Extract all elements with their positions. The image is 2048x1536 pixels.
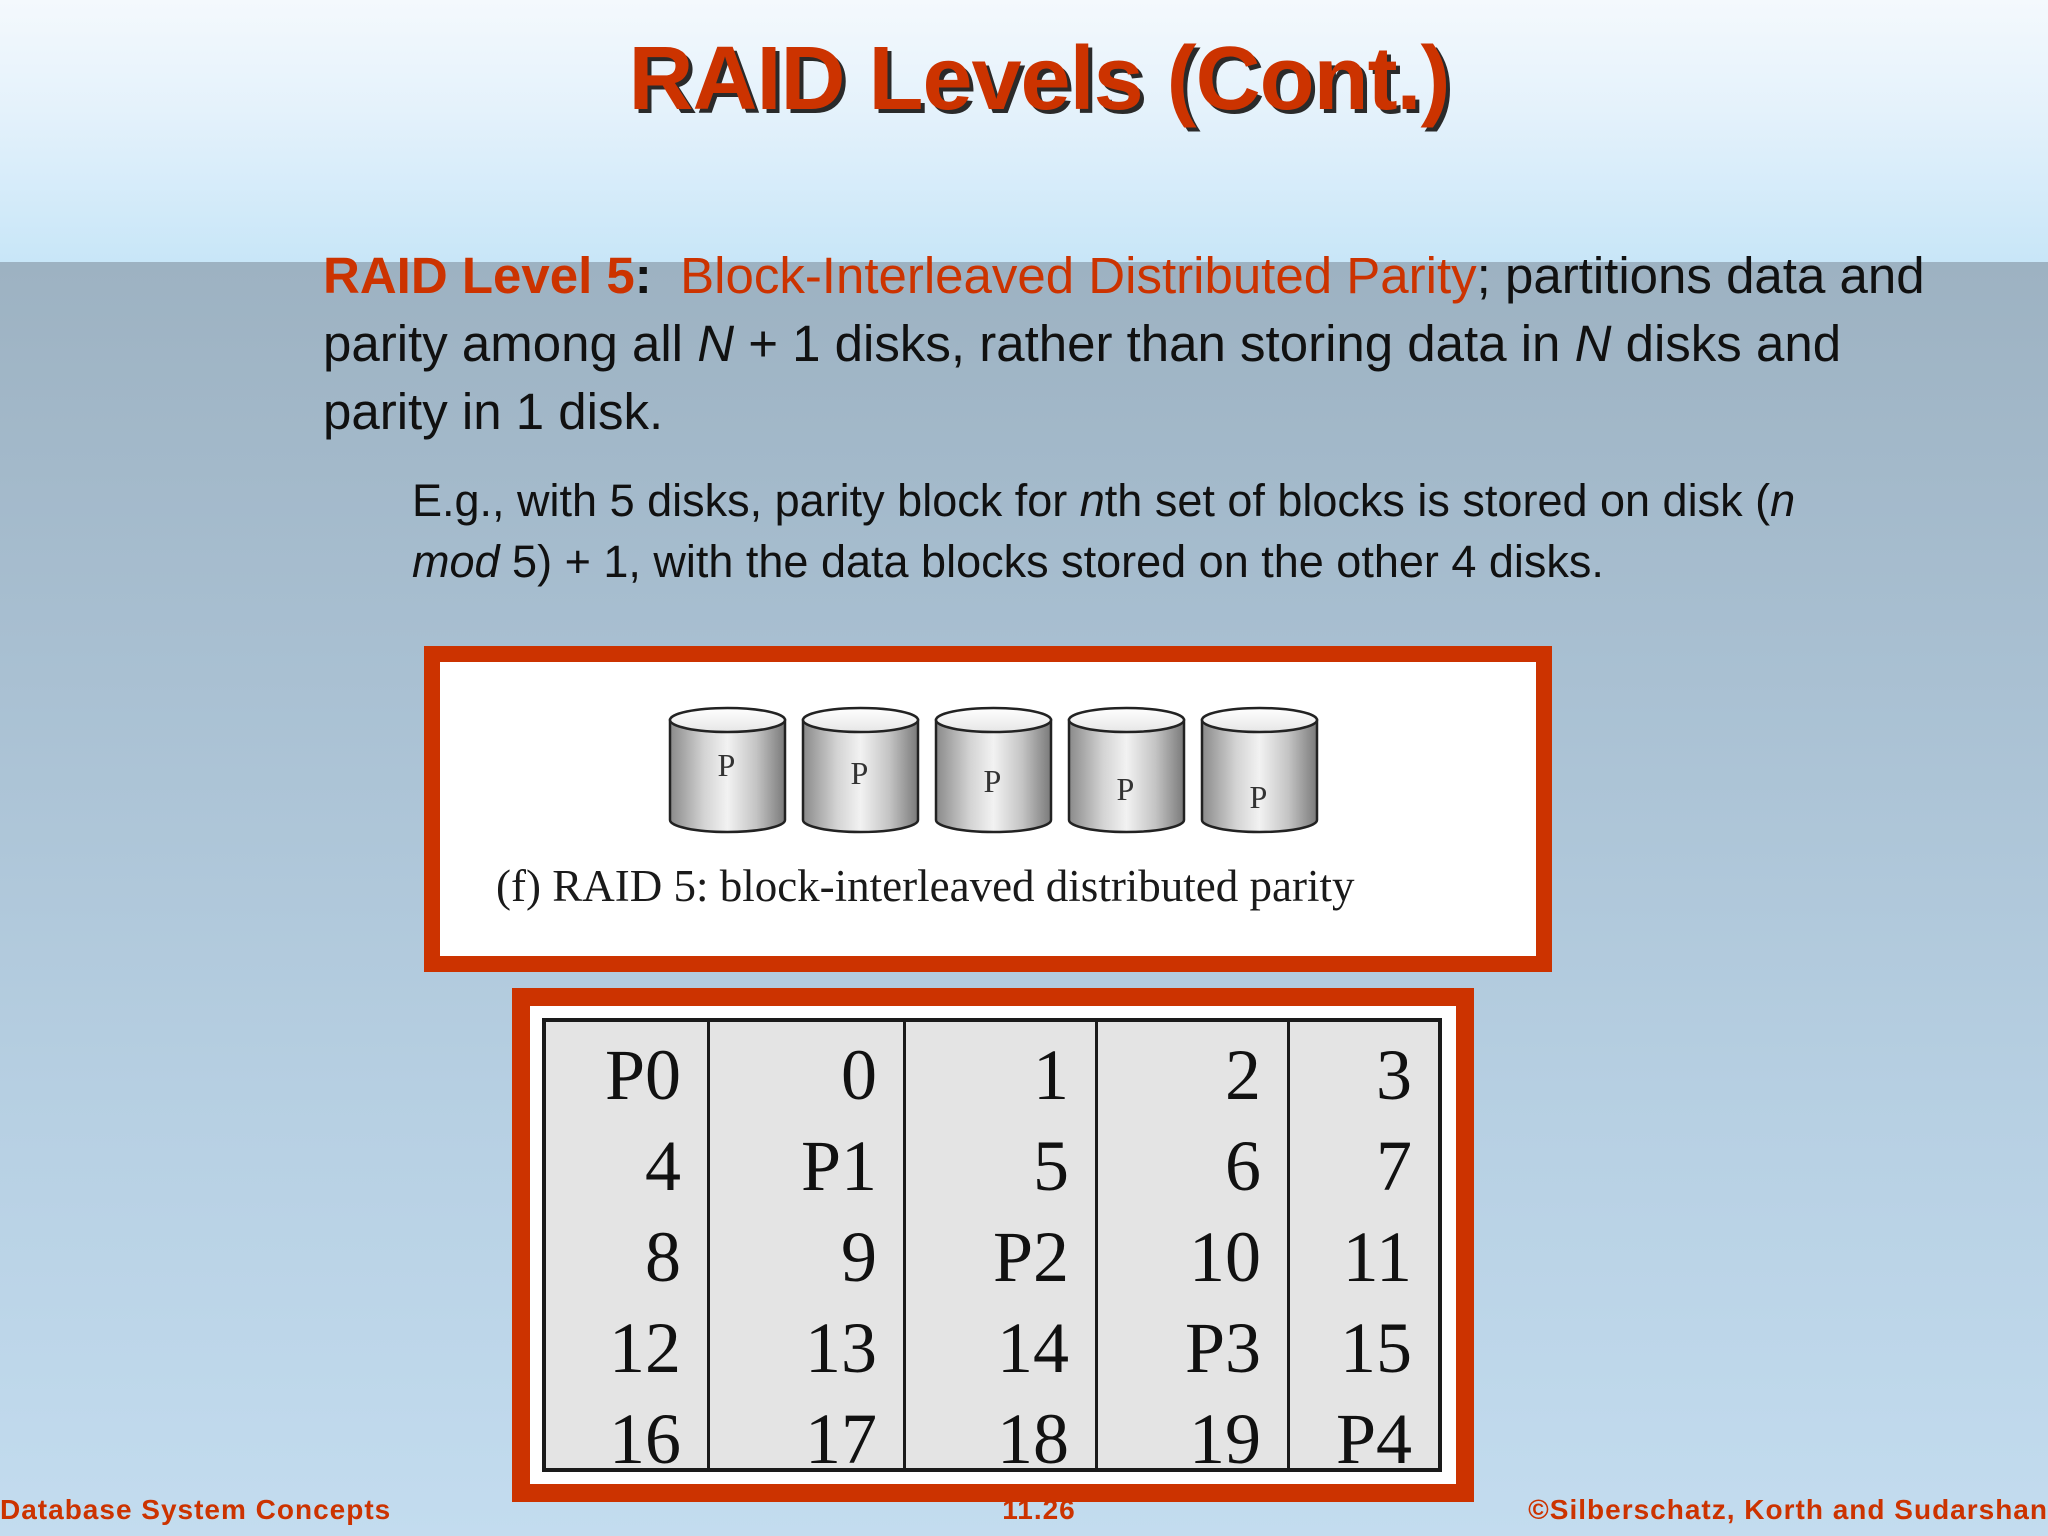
table-cell: 12 (609, 1308, 681, 1388)
raid5-example: E.g., with 5 disks, parity block for nth… (412, 470, 1862, 592)
example-text-1: E.g., with 5 disks, parity block for (412, 475, 1080, 526)
table-cell: 5 (1033, 1126, 1069, 1206)
example-text-3: 5) + 1, with the data blocks stored on t… (499, 536, 1604, 587)
table-cell: 2 (1225, 1035, 1261, 1115)
figure-caption: (f) RAID 5: block-interleaved distribute… (496, 861, 1355, 911)
disk-parity-label: P (718, 747, 736, 783)
table-cell: 7 (1376, 1126, 1412, 1206)
table-cell: 10 (1189, 1217, 1261, 1297)
table-cell: P1 (800, 1126, 877, 1206)
table-cell: 19 (1189, 1399, 1261, 1479)
example-text-2: th set of blocks is stored on disk ( (1104, 475, 1771, 526)
table-cell: P2 (992, 1217, 1069, 1297)
disk-parity-label: P (1250, 779, 1268, 815)
table-cell: P0 (604, 1035, 681, 1115)
footer-copyright: ©Silberschatz, Korth and Sudarshan (1528, 1494, 2048, 1525)
table-cell: 15 (1340, 1308, 1412, 1388)
description-text-3: disks and parity in 1 disk. (323, 315, 1842, 440)
table-cell: 4 (645, 1126, 681, 1206)
table-cell: 14 (997, 1308, 1069, 1388)
disk-icon: P (1067, 706, 1186, 834)
table-cell: 1 (1033, 1035, 1069, 1115)
disk-parity-label: P (851, 755, 869, 791)
table-cell: 8 (645, 1217, 681, 1297)
footer-page-number: 11.26 (1002, 1494, 1076, 1525)
raid-level-name: Block-Interleaved Distributed Parity (680, 247, 1477, 304)
variable-n: n (1079, 475, 1105, 526)
table-cell: P3 (1184, 1308, 1261, 1388)
table-cell: 11 (1342, 1217, 1412, 1297)
disk-parity-label: P (984, 763, 1002, 799)
disk-parity-label: P (1117, 771, 1135, 807)
slide-header-background (0, 0, 2048, 262)
description-text-1: ; partitions data and parity among all (323, 247, 1925, 372)
disk-icon: P (1200, 706, 1319, 834)
disk-icon: P (934, 706, 1053, 834)
table-cell: 13 (805, 1308, 877, 1388)
table-cell: 9 (841, 1217, 877, 1297)
raid5-figure-frame: P P P P P (f) RAID 5: block-interleaved dist… (424, 646, 1552, 972)
slide-title: RAID Levels (Cont.) (628, 29, 1450, 129)
variable-n: N (1574, 315, 1612, 372)
variable-n-mod: n mod (412, 475, 1796, 587)
table-cell: 17 (805, 1399, 877, 1479)
disk-icon: P (801, 706, 920, 834)
disk-icon: P (668, 706, 787, 834)
footer-book-title: Database System Concepts (0, 1494, 392, 1525)
raid5-figure: P P P P P (f) RAID 5: block-interleaved dist… (440, 662, 1536, 956)
label-colon: : (634, 247, 652, 304)
raid5-description: RAID Level 5: Block-Interleaved Distribu… (323, 242, 1963, 446)
table-cell: P4 (1335, 1399, 1412, 1479)
raid-level-label: RAID Level 5 (323, 247, 635, 304)
table-cell: 6 (1225, 1126, 1261, 1206)
table-cell: 3 (1376, 1035, 1412, 1115)
description-text-2: + 1 disks, rather than storing data in (734, 315, 1575, 372)
table-cell: 0 (841, 1035, 877, 1115)
variable-n: N (697, 315, 735, 372)
table-cell: 18 (997, 1399, 1069, 1479)
table-column: P0 4 8 12 16 (546, 1022, 707, 1479)
table-cell: 16 (609, 1399, 681, 1479)
